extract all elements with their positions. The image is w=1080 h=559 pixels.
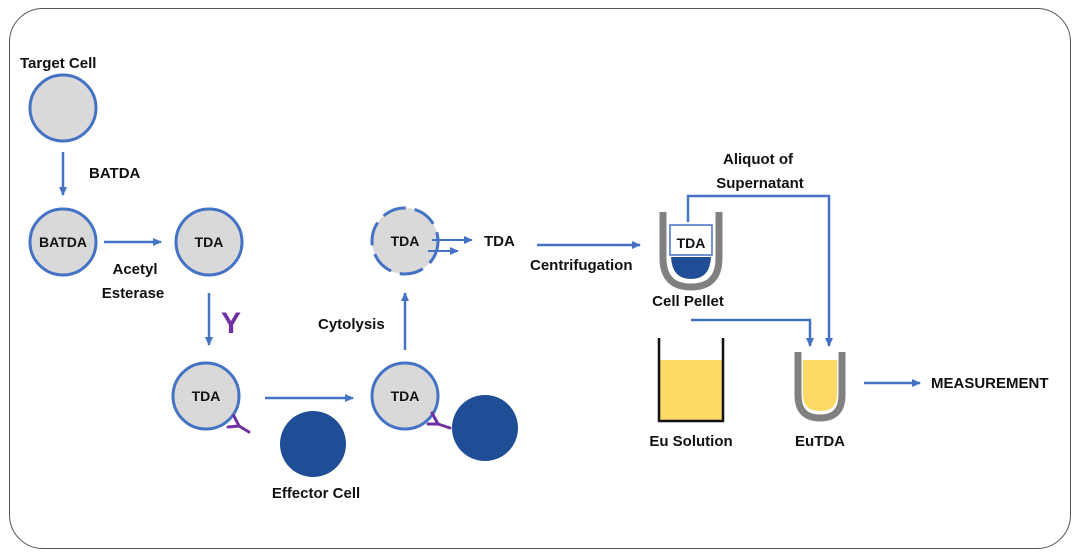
effector-cell-1 [280,411,346,477]
tda-cell-2 [171,361,241,431]
tda-cell-1 [174,207,244,277]
cytolysis-label: Cytolysis [318,316,385,333]
batda-cell [28,207,98,277]
bound-antibody-icon [226,414,251,434]
measurement-label: MEASUREMENT [931,375,1049,392]
tda-cell-3-label: TDA [391,388,420,404]
eutda-label: EuTDA [795,433,845,450]
eutda-tube [794,352,846,422]
tube-tda-label: TDA [677,235,706,251]
antibody-symbol: Y [221,307,241,340]
acetyl-label: Acetyl [112,261,157,278]
aliquot-label-line1: Aliquot of [723,151,794,168]
tda-released-label: TDA [484,233,515,250]
cell-pellet-fill [671,257,711,279]
batda-cell-label: BATDA [39,234,87,250]
tda-cell-1-label: TDA [195,234,224,250]
cell-pellet-label: Cell Pellet [652,293,724,310]
aliquot-label-line2: Supernatant [716,175,804,192]
conjugate-antibody-icon [426,411,452,430]
eu-solution-label: Eu Solution [649,433,732,450]
batda-reagent-label: BATDA [89,165,141,182]
centrifuge-tube [659,212,723,291]
eu-solution-beaker [657,338,725,423]
diagram-frame [9,8,1071,549]
tda-cell-4-label: TDA [391,233,420,249]
tda-cell-2-label: TDA [192,388,221,404]
target-cell [28,73,98,143]
esterase-label: Esterase [102,285,165,302]
centrifugation-label: Centrifugation [530,257,633,274]
effector-cell-2 [452,395,518,461]
arrow-eu-solution [691,318,814,347]
target-cell-label: Target Cell [20,55,96,72]
tda-cell-3 [370,361,440,431]
effector-cell-label: Effector Cell [272,485,360,502]
arrow-aliquot [686,194,833,347]
